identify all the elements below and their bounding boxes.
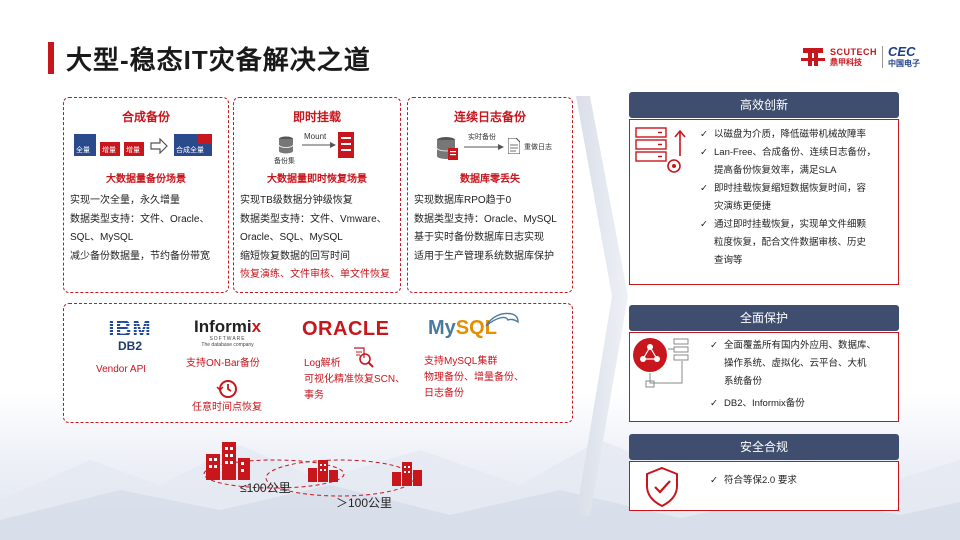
card-synthetic-backup: 合成备份 全量 增量 增量 合成全量 大数据量备份场景 实现一次全量，永久增量 … bbox=[63, 97, 229, 293]
ibm-caption: Vendor API bbox=[96, 364, 147, 375]
panel-list: ✓符合等保2.0 要求 bbox=[710, 472, 896, 490]
card-description: 实现TB级数据分钟级恢复 数据类型支持：文件、Vmware、 Oracle、SQ… bbox=[240, 195, 390, 280]
card-instant-mount: 即时挂载 备份集 Mount 大数据量即时恢复场景 实现TB级数据分钟级恢复 数… bbox=[233, 97, 401, 293]
panel-list: ✓DB2、Informix备份 bbox=[710, 395, 896, 413]
ibm-logo: IBM DB2 bbox=[104, 318, 156, 353]
clock-icon bbox=[216, 380, 237, 398]
card-continuous-log-backup: 连续日志备份 实时备份 重做日志 数据库零丢失 实现数据库RPO趋于0 数据类型… bbox=[407, 97, 573, 293]
server-gear-icon bbox=[635, 127, 686, 173]
arrow-right-icon bbox=[150, 138, 168, 154]
dolphin-icon bbox=[485, 312, 519, 327]
backup-set-label: 备份集 bbox=[274, 158, 295, 165]
network-icon bbox=[633, 338, 689, 388]
logo-scutech-cn: 鼎甲科技 bbox=[830, 57, 862, 67]
card-title: 合成备份 bbox=[121, 110, 170, 124]
logo-cec-cn: 中国电子 bbox=[888, 59, 921, 68]
panel-head-compliance: 安全合规 bbox=[629, 434, 899, 460]
card-description: 实现数据库RPO趋于0 数据类型支持：Oracle、MySQL 基于实时备份数据… bbox=[414, 195, 557, 262]
card-title: 即时挂载 bbox=[292, 110, 341, 124]
synthetic-diagram: 全量 增量 增量 合成全量 bbox=[74, 134, 224, 158]
panel-body-efficiency: ✓以磁盘为介质，降低磁带机械故障率 ✓Lan-Free、合成备份、连续日志备份，… bbox=[629, 119, 899, 285]
list-item: ✓以磁盘为介质，降低磁带机械故障率 bbox=[700, 129, 867, 140]
shield-check-icon bbox=[646, 466, 678, 508]
building-icon bbox=[392, 462, 422, 486]
synth-inc-block bbox=[198, 134, 212, 144]
panel-list: ✓以磁盘为介质，降低磁带机械故障率 ✓Lan-Free、合成备份、连续日志备份，… bbox=[700, 126, 898, 270]
card-title: 连续日志备份 bbox=[453, 110, 526, 124]
server-icon bbox=[338, 132, 354, 158]
panel-head-protection: 全面保护 bbox=[629, 305, 899, 331]
company-logo: SCUTECH 鼎甲科技 CEC 中国电子 bbox=[800, 44, 920, 70]
scutech-logo-icon bbox=[801, 48, 825, 66]
building-icon bbox=[206, 442, 250, 480]
title-accent-bar bbox=[48, 42, 54, 74]
informix-caption: 支持ON-Bar备份 bbox=[186, 358, 260, 369]
database-icon bbox=[436, 137, 458, 160]
arrow-right-icon bbox=[464, 144, 504, 150]
panel-list: ✓全面覆盖所有国内外应用、数据库、 操作系统、虚拟化、云平台、大机 系统备份 bbox=[710, 337, 896, 391]
full-block: 全量 bbox=[74, 134, 96, 156]
redo-log-label: 重做日志 bbox=[524, 144, 552, 151]
logo-scutech-text: SCUTECH bbox=[830, 46, 878, 57]
chevron-arrow-shape bbox=[576, 96, 628, 516]
card-subtitle: 大数据量备份场景 bbox=[106, 174, 186, 185]
inc-block: 增量 bbox=[100, 142, 120, 156]
informix-caption-2: 任意时间点恢复 bbox=[192, 402, 262, 413]
card-description: 实现一次全量，永久增量 数据类型支持：文件、Oracle、 SQL、MySQL … bbox=[70, 195, 210, 262]
mount-diagram: 备份集 Mount bbox=[274, 132, 374, 166]
oracle-caption: Log解析 可视化精准恢复SCN、 事务 bbox=[304, 358, 406, 401]
inc-block: 增量 bbox=[124, 142, 144, 156]
card-subtitle: 数据库零丢失 bbox=[460, 174, 520, 185]
mount-label: Mount bbox=[304, 132, 327, 141]
logo-cec-text: CEC bbox=[888, 44, 916, 59]
distance-diagram: ≤100公里 ＞100公里 bbox=[200, 436, 440, 516]
database-vendor-support: IBM DB2 Vendor API Informix SOFTWARE The… bbox=[63, 303, 573, 423]
informix-logo: Informix SOFTWARE The database company bbox=[194, 317, 262, 349]
list-item: ✓DB2、Informix备份 bbox=[710, 398, 805, 409]
logo-divider bbox=[882, 46, 884, 68]
log-diagram: 实时备份 重做日志 bbox=[436, 132, 566, 162]
list-item: ✓Lan-Free、合成备份、连续日志备份， bbox=[700, 147, 877, 158]
oracle-logo: ORACLE bbox=[302, 318, 390, 340]
database-icon bbox=[278, 136, 294, 154]
card-subtitle: 大数据量即时恢复场景 bbox=[267, 174, 367, 185]
list-item: ✓符合等保2.0 要求 bbox=[710, 475, 797, 486]
panel-body-compliance: ✓符合等保2.0 要求 bbox=[629, 461, 899, 511]
mysql-caption: 支持MySQL集群 物理备份、增量备份、 日志备份 bbox=[424, 356, 524, 399]
list-item: ✓通过即时挂载恢复，实现单文件细颗 bbox=[700, 219, 867, 230]
panel-body-protection: ✓全面覆盖所有国内外应用、数据库、 操作系统、虚拟化、云平台、大机 系统备份 ✓… bbox=[629, 332, 899, 422]
mysql-logo: MySQL bbox=[428, 317, 497, 339]
page-title: 大型-稳态IT灾备解决之道 bbox=[66, 45, 371, 75]
document-icon bbox=[508, 138, 520, 154]
building-icon bbox=[308, 460, 338, 482]
distance-far-label: ＞100公里 bbox=[336, 496, 393, 510]
distance-near-label: ≤100公里 bbox=[240, 481, 291, 495]
arrow-right-icon bbox=[302, 142, 336, 148]
list-item: ✓即时挂载恢复缩短数据恢复时间，容 bbox=[700, 183, 867, 194]
magnifier-icon bbox=[354, 347, 374, 368]
panel-head-efficiency: 高效创新 bbox=[629, 92, 899, 118]
realtime-label: 实时备份 bbox=[468, 134, 496, 141]
list-item: ✓全面覆盖所有国内外应用、数据库、 bbox=[710, 340, 877, 351]
